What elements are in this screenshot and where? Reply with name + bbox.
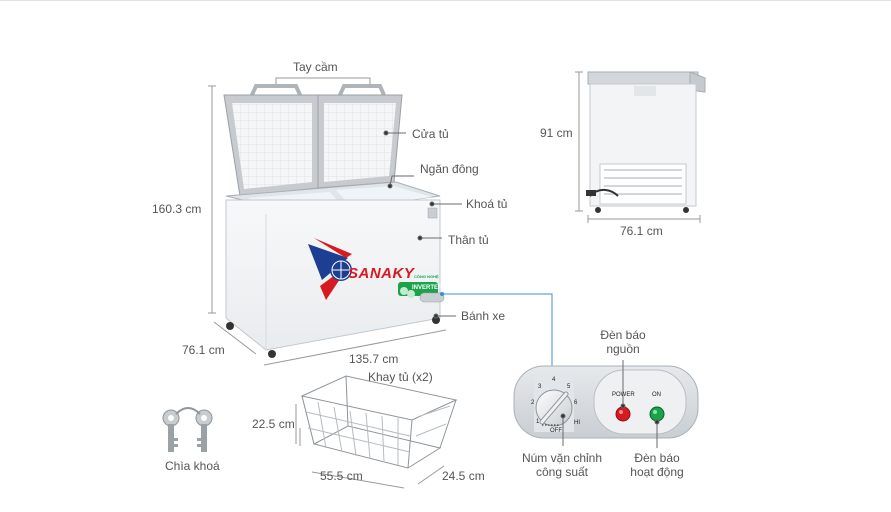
dial-number: 1 bbox=[536, 419, 540, 425]
label-body: Thân tủ bbox=[448, 233, 489, 247]
lock-plate bbox=[427, 207, 438, 219]
label-wheel: Bánh xe bbox=[461, 309, 506, 323]
panel-leaders bbox=[560, 360, 660, 448]
label-on-led: Đèn báo hoạt động bbox=[630, 451, 684, 479]
keys-illustration bbox=[162, 407, 213, 452]
panel-on-text: ON bbox=[652, 392, 661, 398]
inverter-badge-text: INVERTER bbox=[412, 285, 443, 291]
control-panel bbox=[513, 365, 699, 439]
wheel bbox=[268, 350, 276, 358]
dim-side-depth: 76.1 cm bbox=[620, 224, 663, 238]
label-lock: Khoá tủ bbox=[466, 197, 508, 211]
side-dimension-lines bbox=[575, 71, 701, 223]
dim-side-height: 91 cm bbox=[540, 126, 573, 140]
inverter-badge-top: CÔNG NGHỆ bbox=[414, 274, 439, 279]
dim-width: 135.7 cm bbox=[349, 352, 399, 366]
label-keys: Chìa khoá bbox=[165, 459, 220, 473]
lid-handle-left bbox=[250, 84, 302, 96]
freezer-side-view bbox=[586, 71, 706, 213]
top-divider bbox=[0, 0, 891, 1]
dim-basket-width: 55.5 cm bbox=[320, 469, 363, 483]
panel-connector bbox=[442, 293, 553, 374]
label-power-led: Đèn báo nguồn bbox=[600, 328, 646, 356]
dim-height: 160.3 cm bbox=[152, 202, 202, 216]
panel-off-text: OFF bbox=[550, 428, 562, 434]
dial-number: 6 bbox=[574, 400, 578, 406]
dial-number: 5 bbox=[567, 384, 571, 390]
on-led bbox=[649, 406, 665, 422]
dial-number: 3 bbox=[538, 384, 542, 390]
leader-lines bbox=[383, 130, 462, 319]
wheel bbox=[226, 322, 234, 330]
power-led bbox=[615, 406, 631, 422]
basket-illustration bbox=[295, 375, 458, 489]
basket-title: Khay tủ (x2) bbox=[368, 370, 433, 384]
dial-number: 2 bbox=[531, 400, 535, 406]
dim-basket-depth: 24.5 cm bbox=[442, 469, 485, 483]
lid-right-inner bbox=[324, 103, 396, 182]
panel-hi-text: HI bbox=[574, 420, 580, 426]
lid-handle-right bbox=[338, 84, 386, 96]
lid-left-inner bbox=[232, 103, 312, 189]
dimension-lines bbox=[208, 77, 447, 366]
brand-logo-text: SANAKY bbox=[348, 265, 415, 282]
panel-power-text: POWER bbox=[612, 392, 635, 398]
dial-number: 4 bbox=[552, 377, 556, 383]
dim-depth: 76.1 cm bbox=[182, 343, 225, 357]
wheel bbox=[432, 316, 440, 324]
label-knob: Núm vặn chỉnh công suất bbox=[521, 451, 603, 479]
dim-basket-height: 22.5 cm bbox=[252, 417, 295, 431]
control-panel-mini bbox=[419, 292, 445, 303]
label-handle: Tay cầm bbox=[293, 60, 338, 74]
label-compartment: Ngăn đông bbox=[420, 162, 479, 176]
label-door: Cửa tủ bbox=[412, 127, 449, 141]
freezer-main bbox=[223, 84, 445, 358]
